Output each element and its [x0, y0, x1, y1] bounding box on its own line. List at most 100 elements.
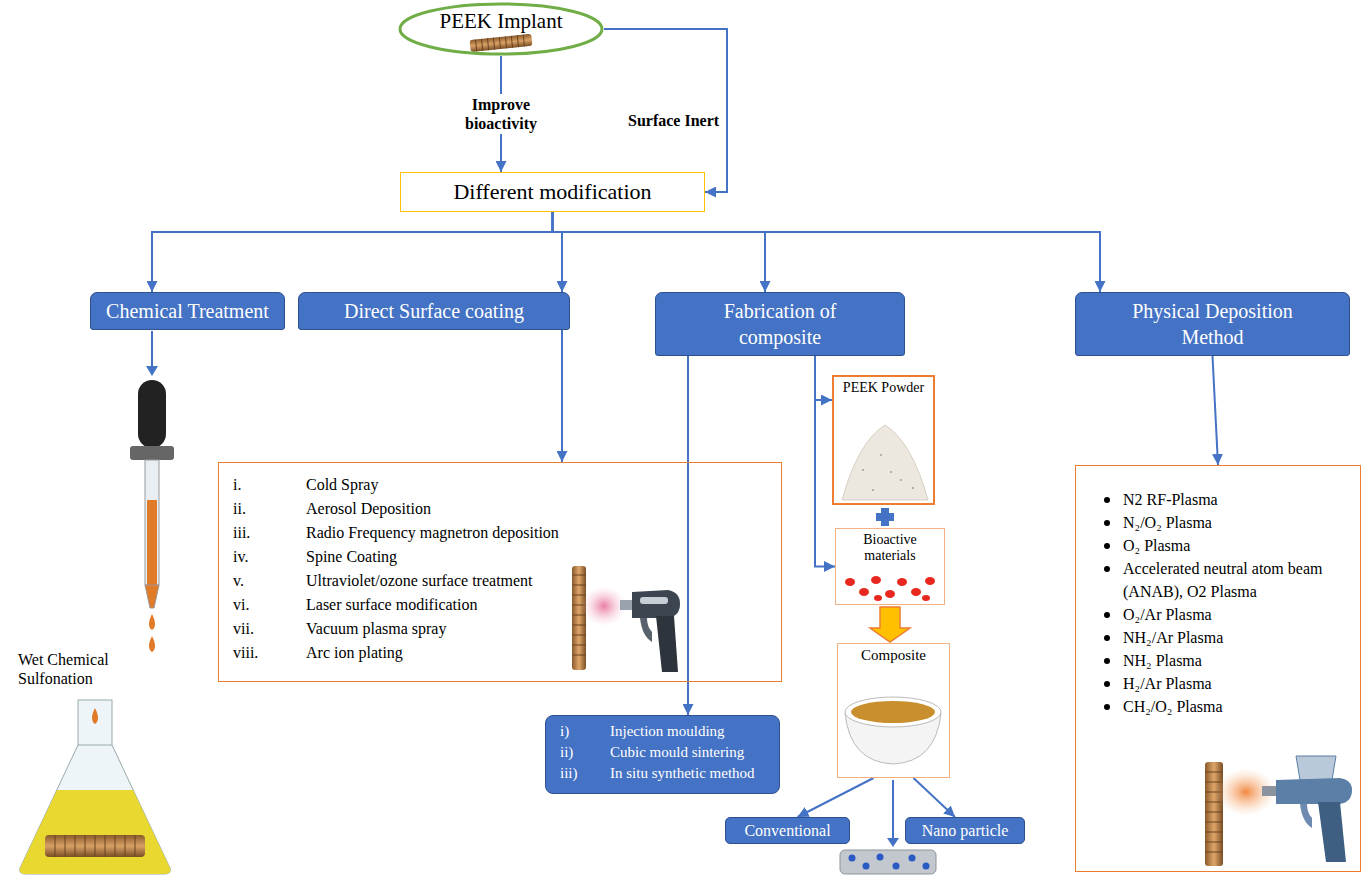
node-content: i)Injection mouldingii)Cubic mould sinte…: [546, 716, 779, 789]
list-item: H₂/Ar Plasma: [1123, 672, 1346, 695]
node-content: Different modification: [453, 179, 651, 205]
node-text: Conventional: [744, 822, 830, 840]
implant-thread: [476, 35, 525, 52]
implant-thread: [55, 835, 135, 857]
connector: [561, 330, 563, 462]
node-content: N2 RF-PlasmaN₂/O₂ PlasmaO₂ PlasmaAcceler…: [1076, 466, 1360, 722]
bullet-dot: [1104, 658, 1110, 664]
ellipse-outline: [400, 4, 602, 54]
particle: [863, 863, 870, 870]
list-item: Vacuum plasma spray: [306, 617, 559, 641]
node-text: PEEK Powder: [838, 380, 929, 396]
connector: [1213, 356, 1219, 465]
particle: [874, 595, 882, 601]
list-item: Radio Frequency magnetron deposition: [306, 521, 559, 545]
dropper-tube: [145, 460, 159, 585]
spray-cloud: [1216, 768, 1276, 816]
powder-pile: [842, 425, 928, 500]
gun-trigger: [640, 618, 652, 642]
implant-rod: [45, 835, 145, 857]
particle: [897, 578, 907, 586]
list-item: Cubic mould sintering: [610, 742, 755, 763]
connector: [553, 212, 766, 292]
particle: [845, 578, 855, 586]
list-numeral: viii.: [233, 641, 306, 665]
dropper-bulb: [138, 380, 166, 448]
list-item: Ultraviolet/ozone surface treatment: [306, 569, 559, 593]
node-text: Chemical Treatment: [106, 298, 269, 324]
connector: [687, 356, 689, 715]
node-text: Direct Surface coating: [344, 298, 524, 324]
particle: [871, 576, 881, 584]
list-item: O₂ Plasma: [1123, 534, 1346, 557]
flask-neck: [78, 700, 112, 746]
note-label: Wet Chemical Sulfonation: [18, 650, 146, 688]
implant-rod: [572, 566, 586, 670]
list-numeral: ii): [560, 742, 610, 763]
composite-powder: [851, 701, 935, 723]
node-content: Bioactive materials: [836, 529, 944, 567]
gun-handle: [1318, 802, 1346, 862]
node-text: Fabrication of composite: [694, 298, 866, 350]
connector: [815, 356, 832, 400]
type-box: Nano particle: [905, 817, 1025, 844]
list-numeral: v.: [233, 569, 306, 593]
node-text: Physical Deposition Method: [1104, 298, 1321, 350]
gun-handle: [656, 616, 678, 672]
node-content: PEEK Implant: [439, 2, 562, 33]
bowl-rim: [845, 697, 941, 727]
dropper-collar: [130, 446, 174, 460]
particle: [909, 855, 916, 862]
particle: [877, 854, 884, 861]
block-arrow: [870, 607, 910, 642]
bullet-dot: [1104, 566, 1110, 572]
list-numeral: iv.: [233, 545, 306, 569]
particle: [893, 863, 900, 870]
bullet-row: CH₂/O₂ Plasma: [1104, 695, 1346, 718]
gun-nozzle: [620, 600, 632, 610]
list-numeral: iii.: [233, 521, 306, 545]
bullet-dot: [1104, 681, 1110, 687]
list-item: Laser surface modification: [306, 593, 559, 617]
bullet-dot: [1104, 635, 1110, 641]
node-content: Chemical Treatment: [106, 298, 269, 324]
category-box: Fabrication of composite: [655, 292, 905, 356]
list-item: In situ synthetic method: [610, 763, 755, 784]
particle: [922, 595, 930, 601]
bullet-row: Accelerated neutral atom beam (ANAB), O2…: [1104, 557, 1346, 603]
list-item: Spine Coating: [306, 545, 559, 569]
list-item: Cold Spray: [306, 473, 559, 497]
liquid-drop: [92, 708, 98, 724]
list-item: Accelerated neutral atom beam (ANAB), O2…: [1123, 557, 1346, 603]
dropper-tip: [145, 585, 159, 608]
bioactive-particles: [845, 576, 935, 601]
list-item: Aerosol Deposition: [306, 497, 559, 521]
edge-label: Improve bioactivity: [453, 94, 549, 134]
list-numeral: vi.: [233, 593, 306, 617]
node-content: Fabrication of composite: [694, 298, 866, 350]
bullet-dot: [1104, 704, 1110, 710]
list-item: N₂/O₂ Plasma: [1123, 511, 1346, 534]
root-ellipse: PEEK Implant: [398, 2, 604, 56]
node-content: Nano particle: [922, 822, 1009, 840]
implant-thread: [572, 575, 586, 655]
particle: [923, 863, 930, 870]
bullet-dot: [1104, 497, 1110, 503]
gun-cup: [1296, 756, 1336, 780]
connector: [553, 212, 563, 292]
implant-rod: [1205, 762, 1223, 866]
bullet-row: H₂/Ar Plasma: [1104, 672, 1346, 695]
arrow-head: [146, 366, 158, 376]
node-content: Conventional: [744, 822, 830, 840]
bullet-dot: [1104, 612, 1110, 618]
bullet-dot: [1104, 543, 1110, 549]
flask-body: [20, 745, 171, 874]
list-item: N2 RF-Plasma: [1123, 488, 1346, 511]
liquid-drop: [149, 636, 155, 652]
connector: [798, 778, 874, 817]
bullet-row: O₂/Ar Plasma: [1104, 603, 1346, 626]
powder-grain: [862, 455, 914, 490]
gun-nozzle: [1262, 786, 1276, 796]
particle: [859, 588, 869, 596]
